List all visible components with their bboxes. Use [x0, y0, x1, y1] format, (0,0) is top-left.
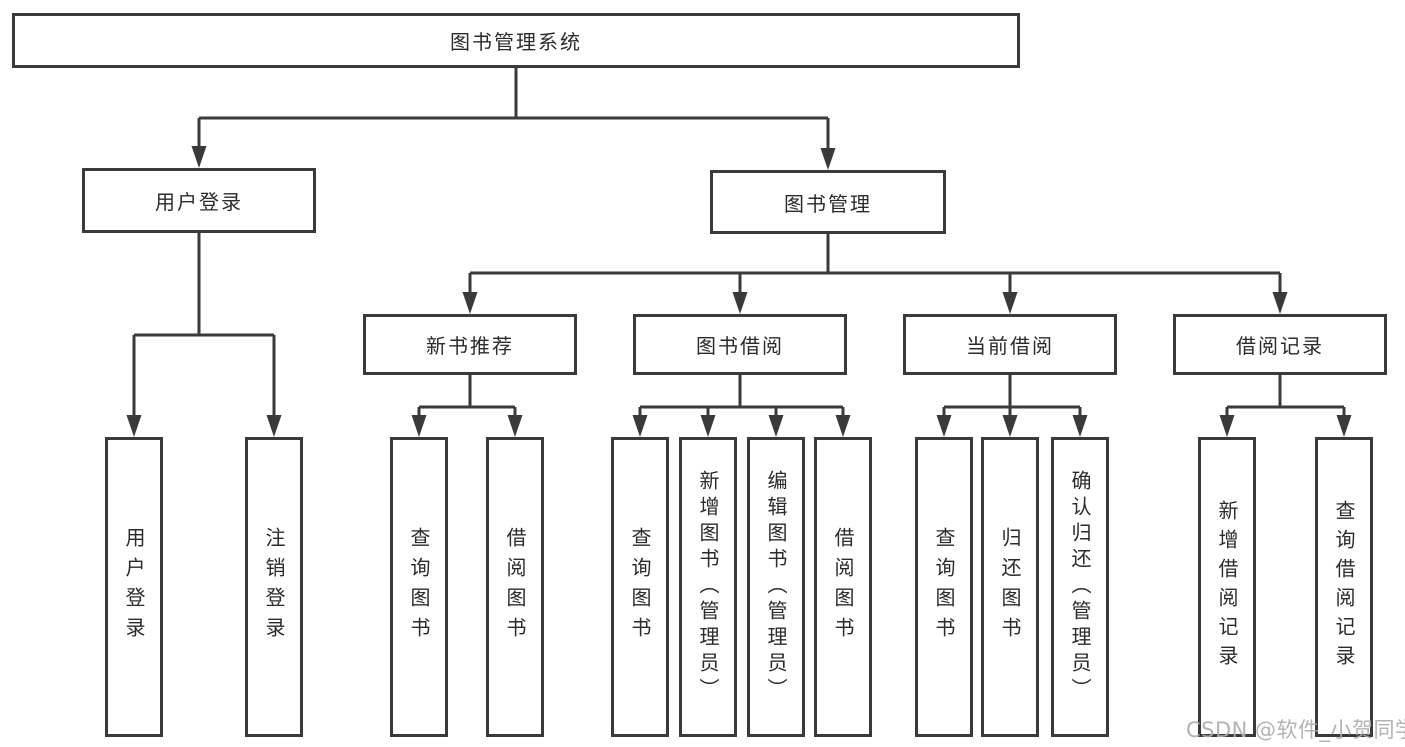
leaf-add-book-admin: 新增图书（管理员） — [679, 437, 737, 737]
node-new-book-recommend: 新书推荐 — [363, 314, 577, 375]
leaf-borrow-book-borrowing: 借阅图书 — [814, 437, 872, 737]
leaf-edit-book-admin: 编辑图书（管理员） — [747, 437, 805, 737]
leaf-logout: 注销登录 — [245, 437, 303, 737]
node-current-borrowing: 当前借阅 — [903, 314, 1117, 375]
node-book-borrowing: 图书借阅 — [633, 314, 847, 375]
arrowheads — [126, 146, 1352, 437]
leaf-query-borrow-record: 查询借阅记录 — [1315, 437, 1373, 737]
leaf-query-book-current: 查询图书 — [915, 437, 973, 737]
leaf-user-login: 用户登录 — [105, 437, 163, 737]
connector-paths — [132, 68, 1346, 421]
node-book-management: 图书管理 — [710, 170, 946, 234]
leaf-query-book-borrowing: 查询图书 — [611, 437, 669, 737]
csdn-watermark: CSDN @软件_小贺同学 — [1186, 718, 1405, 742]
leaf-query-book-recommend: 查询图书 — [390, 437, 448, 737]
node-borrowing-records: 借阅记录 — [1173, 314, 1387, 375]
node-user-login: 用户登录 — [82, 168, 316, 233]
node-root-library-system: 图书管理系统 — [12, 13, 1020, 68]
leaf-confirm-return-admin: 确认归还（管理员） — [1051, 437, 1109, 737]
leaf-borrow-book-recommend: 借阅图书 — [486, 437, 544, 737]
leaf-return-book: 归还图书 — [981, 437, 1039, 737]
leaf-add-borrow-record: 新增借阅记录 — [1198, 437, 1256, 737]
